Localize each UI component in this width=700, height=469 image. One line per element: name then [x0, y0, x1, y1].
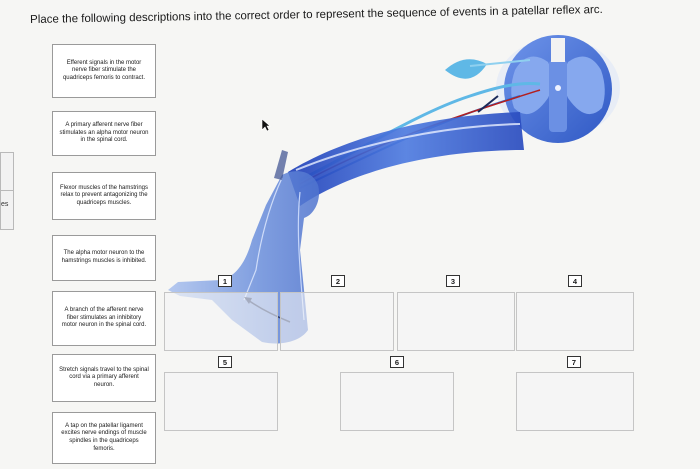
drop-slot-6[interactable] [340, 372, 454, 431]
slot-number-2: 2 [331, 275, 345, 287]
card-text: A branch of the afferent nerve fiber sti… [61, 307, 147, 329]
drop-slot-5[interactable] [164, 372, 278, 431]
slot-number-1: 1 [218, 275, 232, 287]
drop-slot-3[interactable] [397, 292, 515, 351]
description-card[interactable]: A tap on the patellar ligament excites n… [52, 412, 156, 464]
mouse-pointer-icon [261, 118, 271, 132]
side-panel-tab[interactable] [0, 190, 14, 230]
drop-slot-7[interactable] [516, 372, 634, 431]
card-text: A primary afferent nerve fiber stimulate… [59, 122, 149, 144]
slot-number-6: 6 [390, 356, 404, 368]
description-card[interactable]: Flexor muscles of the hamstrings relax t… [52, 172, 156, 220]
description-card[interactable]: A primary afferent nerve fiber stimulate… [52, 111, 156, 156]
side-tab-label: es [1, 201, 9, 208]
drop-slot-4[interactable] [516, 292, 634, 351]
card-text: Flexor muscles of the hamstrings relax t… [59, 184, 149, 206]
slot-number-3: 3 [446, 275, 460, 287]
slot-number-5: 5 [218, 356, 232, 368]
card-text: A tap on the patellar ligament excites n… [61, 422, 147, 452]
drop-slot-1[interactable] [164, 292, 278, 351]
thigh-quadriceps [288, 112, 524, 206]
drop-slot-2[interactable] [280, 292, 394, 351]
card-text: The alpha motor neuron to the hamstrings… [61, 250, 147, 264]
spinal-cord-cross-section [496, 35, 620, 143]
description-card[interactable]: The alpha motor neuron to the hamstrings… [52, 235, 156, 281]
description-card[interactable]: Efferent signals in the motor nerve fibe… [52, 44, 156, 98]
description-card[interactable]: Stretch signals travel to the spinal cor… [52, 354, 156, 402]
card-text: Efferent signals in the motor nerve fibe… [62, 59, 146, 81]
slot-number-4: 4 [568, 275, 582, 287]
slot-number-7: 7 [567, 356, 581, 368]
description-card[interactable]: A branch of the afferent nerve fiber sti… [52, 291, 156, 346]
card-text: Stretch signals travel to the spinal cor… [59, 366, 149, 388]
reflex-hammer [274, 150, 288, 180]
